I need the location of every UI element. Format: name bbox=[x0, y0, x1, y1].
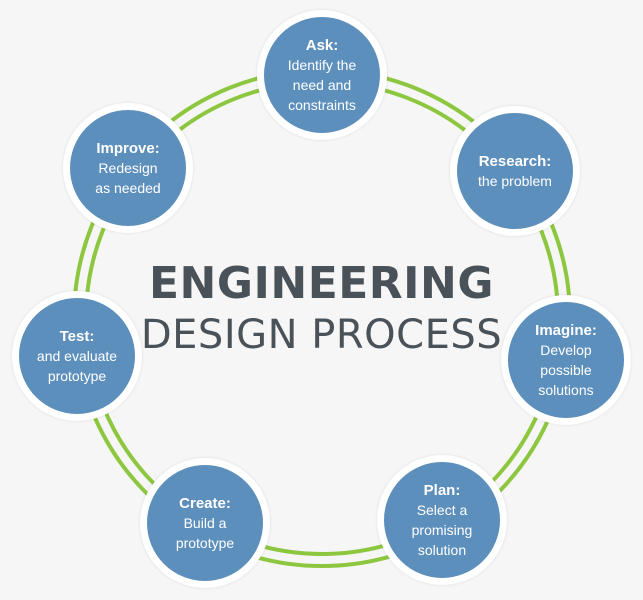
step-title: Improve: bbox=[96, 139, 160, 157]
step-title: Plan: bbox=[423, 481, 461, 499]
step-description: and evaluate prototype bbox=[36, 347, 118, 384]
step-create: Create: Build a prototype bbox=[140, 458, 270, 588]
step-description: Identify the need and constraints bbox=[287, 56, 357, 113]
step-description: Redesign as needed bbox=[95, 159, 161, 196]
step-title: Test: bbox=[59, 327, 95, 345]
step-title: Ask: bbox=[305, 36, 339, 54]
diagram-subtitle: DESIGN PROCESS bbox=[140, 312, 503, 358]
step-description: Develop possible solutions bbox=[538, 341, 594, 398]
step-imagine: Imagine: Develop possible solutions bbox=[501, 295, 631, 425]
step-ask: Ask: Identify the need and constraints bbox=[257, 10, 387, 140]
step-plan: Plan: Select a promising solution bbox=[377, 455, 507, 585]
step-research: Research: the problem bbox=[450, 106, 580, 236]
step-improve: Improve: Redesign as needed bbox=[63, 103, 193, 233]
step-title: Research: bbox=[478, 152, 552, 170]
step-test: Test: and evaluate prototype bbox=[12, 291, 142, 421]
step-title: Imagine: bbox=[535, 321, 597, 339]
step-description: Build a prototype bbox=[175, 514, 235, 551]
diagram-title: ENGINEERING bbox=[149, 258, 494, 309]
step-description: Select a promising solution bbox=[411, 501, 473, 558]
step-title: Create: bbox=[179, 494, 231, 512]
step-description: the problem bbox=[478, 172, 552, 189]
